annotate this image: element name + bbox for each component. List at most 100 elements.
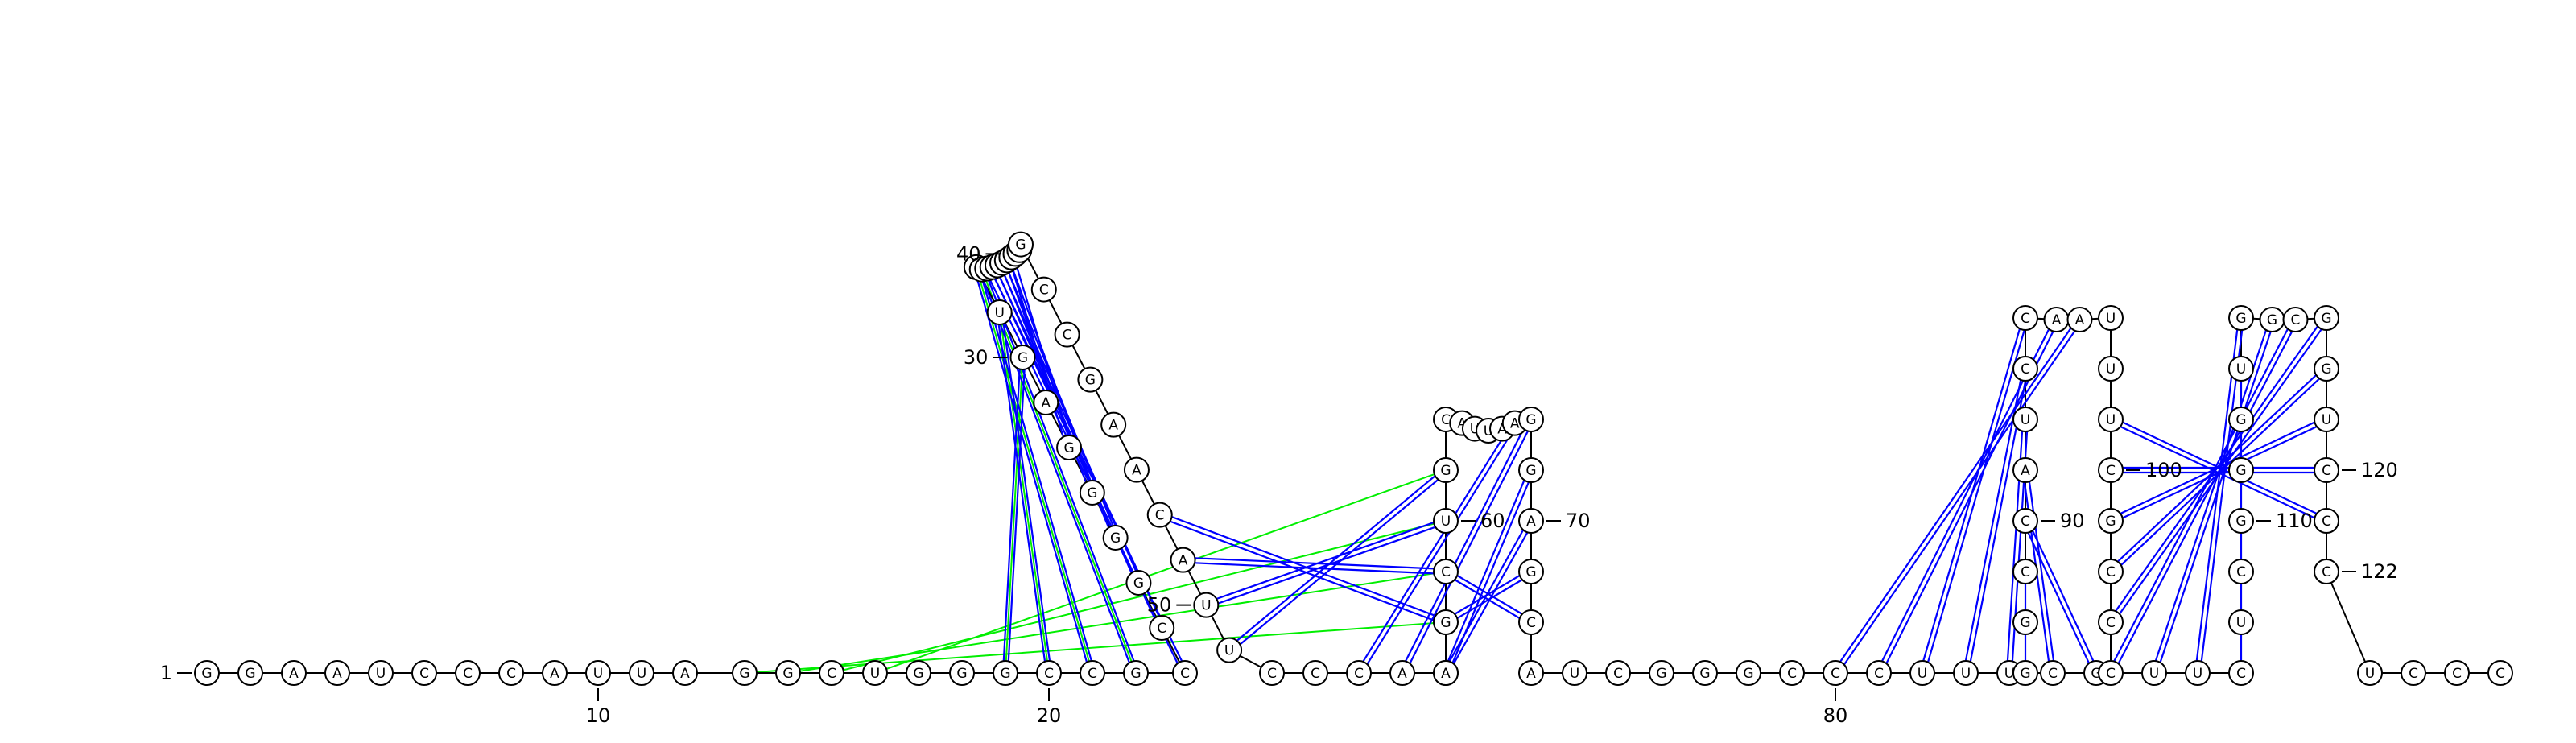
- nucleotide-letter: C: [2106, 463, 2116, 479]
- nucleotide-letter: C: [1180, 666, 1190, 682]
- nucleotide: U: [585, 660, 611, 686]
- nucleotide: G: [1077, 366, 1104, 393]
- nucleotide: C: [1080, 660, 1105, 686]
- nucleotide: C: [2282, 307, 2309, 333]
- nucleotide-circle: [1123, 456, 1150, 483]
- base-pair-bond: [2032, 530, 2095, 662]
- position-number: 20: [1037, 704, 1062, 727]
- nucleotide: G: [1692, 660, 1718, 686]
- nucleotide: C: [1605, 660, 1631, 686]
- nucleotide-letter: U: [376, 666, 386, 682]
- base-pair-bond: [1454, 575, 1521, 615]
- nucleotide-circle: [732, 660, 758, 686]
- nucleotide-circle: [1216, 637, 1243, 663]
- nucleotide: G: [906, 660, 931, 686]
- nucleotide: C: [411, 660, 437, 686]
- nucleotide: U: [2228, 609, 2254, 635]
- nucleotide: G: [775, 660, 801, 686]
- nucleotide-circle: [2228, 407, 2254, 432]
- nucleotide: U: [1433, 508, 1459, 534]
- nucleotide-circle: [1605, 660, 1631, 686]
- nucleotide: U: [2228, 356, 2254, 382]
- nucleotide-letter: C: [2021, 514, 2030, 530]
- nucleotide-letter: U: [1918, 666, 1927, 682]
- nucleotide: C: [2444, 660, 2470, 686]
- nucleotide-letter: A: [1132, 463, 1141, 479]
- nucleotide-circle: [2228, 457, 2254, 483]
- nucleotide: G: [194, 660, 220, 686]
- position-number: 60: [1480, 510, 1505, 532]
- nucleotide-letter: G: [956, 666, 967, 682]
- nucleotide-letter: C: [2409, 666, 2418, 682]
- nucleotide-letter: C: [2021, 311, 2030, 327]
- nucleotide: C: [819, 660, 844, 686]
- nucleotide: G: [1433, 457, 1459, 483]
- position-label: 120: [2342, 459, 2398, 481]
- nucleotide-letter: C: [1613, 666, 1623, 682]
- base-pair-bond: [1195, 557, 1435, 570]
- nucleotide-circle: [324, 660, 350, 686]
- nucleotide: C: [1302, 660, 1328, 686]
- nucleotide: C: [2487, 660, 2513, 686]
- nucleotide: C: [2098, 660, 2124, 686]
- nucleotide-circle: [1036, 660, 1062, 686]
- nucleotide-letter: U: [2365, 666, 2375, 682]
- nucleotide-letter: C: [2106, 666, 2116, 682]
- nucleotide-circle: [1170, 547, 1196, 573]
- nucleotide: C: [2040, 660, 2066, 686]
- nucleotide-letter: G: [2267, 312, 2277, 328]
- nucleotide-letter: C: [2236, 564, 2246, 580]
- position-label: 20: [1037, 688, 1062, 727]
- nucleotide-circle: [1149, 614, 1175, 641]
- nucleotide-circle: [2098, 407, 2124, 432]
- nucleotide: A: [1033, 389, 1059, 415]
- nucleotide: A: [2013, 457, 2038, 483]
- nucleotide-circle: [1518, 457, 1544, 483]
- nucleotide-circle: [2228, 559, 2254, 584]
- nucleotide: C: [1030, 276, 1057, 303]
- nucleotide-letter: C: [1441, 412, 1451, 428]
- nucleotide-circle: [2357, 660, 2383, 686]
- nucleotide: C: [2314, 457, 2339, 483]
- nucleotide-letter: U: [2193, 666, 2202, 682]
- nucleotide-letter: U: [2149, 666, 2159, 682]
- nucleotide-circle: [1518, 508, 1544, 534]
- nucleotide-letter: G: [1110, 530, 1121, 547]
- tertiary-contact-line: [744, 621, 1447, 674]
- nucleotide-letter: C: [2048, 666, 2058, 682]
- nucleotide-circle: [498, 660, 524, 686]
- nucleotide: U: [1193, 592, 1220, 618]
- nucleotide-circle: [2228, 305, 2254, 331]
- position-label: 30: [964, 346, 1008, 369]
- base-pair-bond: [1366, 434, 1512, 665]
- nucleotide-circle: [2013, 457, 2038, 483]
- nucleotide-circle: [2228, 609, 2254, 635]
- position-number: 120: [2361, 459, 2398, 481]
- position-number: 80: [1823, 704, 1848, 727]
- nucleotide-letter: U: [2004, 666, 2014, 682]
- base-pair-bond: [1171, 516, 1436, 617]
- nucleotide: G: [1079, 479, 1105, 506]
- nucleotide: A: [281, 660, 307, 686]
- nucleotide-letter: C: [419, 666, 429, 682]
- nucleotide-circle: [368, 660, 394, 686]
- nucleotide: A: [1170, 547, 1196, 573]
- base-pair-bond: [1195, 562, 1434, 575]
- nucleotide-circle: [2066, 307, 2093, 333]
- nucleotide: C: [1259, 660, 1285, 686]
- nucleotide-circle: [1193, 592, 1220, 618]
- nucleotide: G: [1125, 569, 1152, 596]
- nucleotide-letter: G: [1015, 237, 1026, 254]
- nucleotide: C: [2401, 660, 2426, 686]
- nucleotide: G: [1056, 434, 1083, 460]
- nucleotide-circle: [1302, 660, 1328, 686]
- nucleotide-letter: C: [2322, 564, 2331, 580]
- nucleotide-circle: [1259, 660, 1285, 686]
- nucleotide-circle: [2444, 660, 2470, 686]
- nucleotide-letter: C: [1874, 666, 1884, 682]
- nucleotide-letter: G: [1087, 485, 1097, 502]
- nucleotide: G: [1102, 524, 1129, 551]
- position-number: 50: [1147, 594, 1172, 617]
- nucleotide-circle: [2401, 660, 2426, 686]
- nucleotide-circle: [1056, 434, 1083, 460]
